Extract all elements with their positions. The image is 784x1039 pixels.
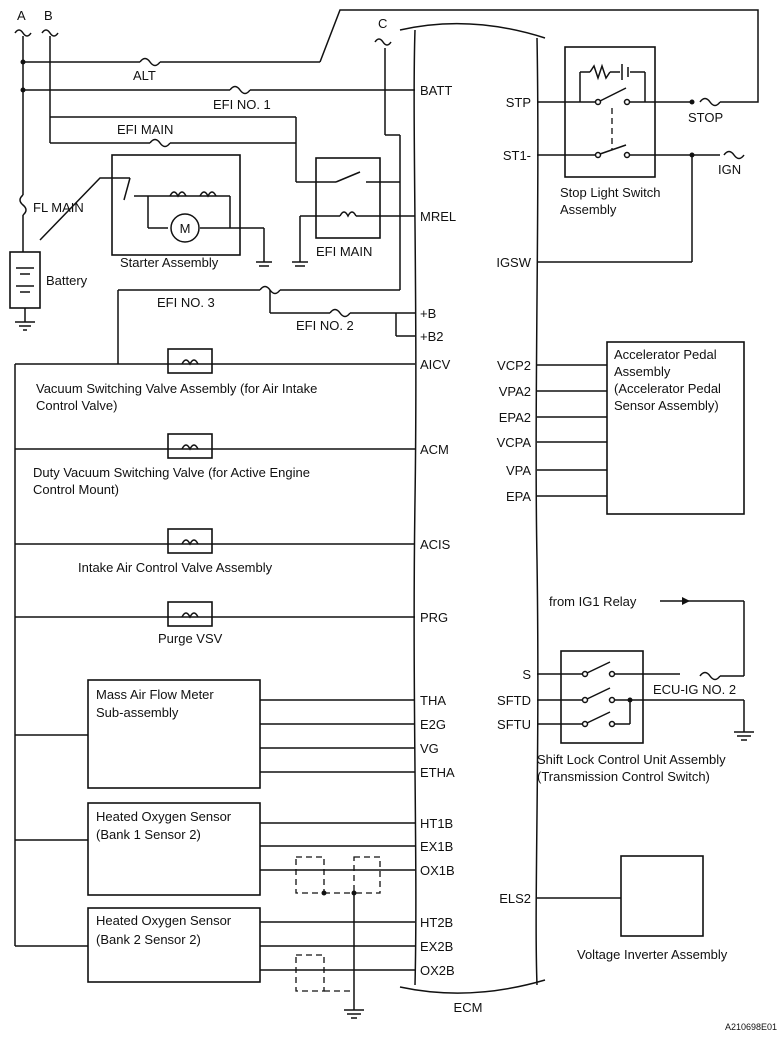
pin-tha: THA [420,693,446,708]
purge-vsv-label: Purge VSV [158,631,223,646]
pin-sftd: SFTD [497,693,531,708]
pin-plus-b2: +B2 [420,329,444,344]
fuse-ecu-ig-no2-label: ECU-IG NO. 2 [653,682,736,697]
pin-plus-b: +B [420,306,436,321]
ho2-b1s2-label-2: (Bank 1 Sensor 2) [96,827,201,842]
fuse-ign-label: IGN [718,162,741,177]
duty-vsv-label-2: Control Mount) [33,482,119,497]
intake-air-control-valve: Intake Air Control Valve Assembly [78,528,273,575]
starter-assembly: M Starter Assembly [39,154,272,270]
pin-ht1b: HT1B [420,816,453,831]
power-wiring: ALT EFI NO. 1 EFI MAIN FL MAIN [19,9,759,252]
pin-vcp2: VCP2 [497,358,531,373]
stop-light-switch: STOP IGN Stop Light Switch Assembly [537,46,745,263]
pin-vpa2: VPA2 [499,384,531,399]
accel-label-3: (Accelerator Pedal [614,381,721,396]
voltage-inverter-label: Voltage Inverter Assembly [577,947,728,962]
vsv-air-intake: Vacuum Switching Valve Assembly (for Air… [36,348,317,413]
pin-e2g: E2G [420,717,446,732]
pin-etha: ETHA [420,765,455,780]
pin-ox2b: OX2B [420,963,455,978]
efi-main-relay: EFI MAIN EFI NO. 3 EFI NO. 2 [117,48,415,364]
intake-air-control-label: Intake Air Control Valve Assembly [78,560,273,575]
pin-vcpa: VCPA [497,435,532,450]
ho2-b1s2-label-1: Heated Oxygen Sensor [96,809,232,824]
pin-stp: STP [506,95,531,110]
pin-epa: EPA [506,489,531,504]
bus-headers: A B C [14,8,392,46]
fuse-efi-no1-label: EFI NO. 1 [213,97,271,112]
pin-mrel: MREL [420,209,456,224]
duty-vsv-label-1: Duty Vacuum Switching Valve (for Active … [33,465,310,480]
stop-switch-label-2: Assembly [560,202,617,217]
bus-label-b: B [44,8,53,23]
shift-lock-control-unit: from IG1 Relay ECU-IG NO. 2 Shift Lock C… [537,594,754,784]
accel-label-4: Sensor Assembly) [614,398,719,413]
vsv-air-intake-label-1: Vacuum Switching Valve Assembly (for Air… [36,381,317,396]
accel-label-2: Assembly [614,364,671,379]
fuse-efi-no2-label: EFI NO. 2 [296,318,354,333]
pin-ex2b: EX2B [420,939,453,954]
pin-batt: BATT [420,83,452,98]
maf-label-2: Sub-assembly [96,705,179,720]
ecm-body: ECM [399,22,546,1015]
bus-label-c: C [378,16,387,31]
fuse-stop-label: STOP [688,110,723,125]
pin-aicv: AICV [420,357,451,372]
pin-prg: PRG [420,610,448,625]
pin-igsw: IGSW [496,255,531,270]
motor-symbol: M [180,221,191,236]
pin-vg: VG [420,741,439,756]
pin-els2: ELS2 [499,891,531,906]
efi-main-relay-label: EFI MAIN [316,244,372,259]
maf-meter: Mass Air Flow Meter Sub-assembly [87,679,415,789]
pin-epa2: EPA2 [499,410,531,425]
pin-acis: ACIS [420,537,451,552]
duty-vsv: Duty Vacuum Switching Valve (for Active … [33,433,310,497]
pin-st1-minus: ST1- [503,148,531,163]
ecm-label: ECM [454,1000,483,1015]
figure-code: A210698E01 [725,1022,777,1032]
fuse-efi-main-label: EFI MAIN [117,122,173,137]
ho2-b2s2-label-2: (Bank 2 Sensor 2) [96,932,201,947]
ecm-right-pins: STP ST1- IGSW VCP2 VPA2 EPA2 VCPA VPA EP… [496,95,531,906]
pin-ex1b: EX1B [420,839,453,854]
accel-label-1: Accelerator Pedal [614,347,717,362]
pin-ox1b: OX1B [420,863,455,878]
left-return-bus [14,363,415,947]
pin-vpa: VPA [506,463,531,478]
starter-label: Starter Assembly [120,255,219,270]
pin-sftu: SFTU [497,717,531,732]
ho2-bank1-sensor2: Heated Oxygen Sensor (Bank 1 Sensor 2) [87,802,415,896]
fuse-alt-label: ALT [133,68,156,83]
shift-lock-label-2: (Transmission Control Switch) [537,769,710,784]
ecm-left-pins: BATT MREL +B +B2 AICV ACM ACIS PRG THA E… [420,83,456,978]
shield-wiring [295,856,381,1019]
fuse-fl-main-label: FL MAIN [33,200,84,215]
ho2-bank2-sensor2: Heated Oxygen Sensor (Bank 2 Sensor 2) [87,907,415,983]
maf-label-1: Mass Air Flow Meter [96,687,214,702]
pin-s: S [522,667,531,682]
stop-switch-label-1: Stop Light Switch [560,185,660,200]
shift-lock-label-1: Shift Lock Control Unit Assembly [537,752,726,767]
vsv-air-intake-label-2: Control Valve) [36,398,117,413]
pin-acm: ACM [420,442,449,457]
battery: Battery [9,251,88,331]
fuse-efi-no3-label: EFI NO. 3 [157,295,215,310]
battery-label: Battery [46,273,88,288]
bus-label-a: A [17,8,26,23]
pin-ht2b: HT2B [420,915,453,930]
ho2-b2s2-label-1: Heated Oxygen Sensor [96,913,232,928]
voltage-inverter-assembly: Voltage Inverter Assembly [537,855,728,962]
ig1-relay-note: from IG1 Relay [549,594,637,609]
accelerator-pedal-assembly: Accelerator Pedal Assembly (Accelerator … [537,341,745,515]
purge-vsv: Purge VSV [158,601,223,646]
